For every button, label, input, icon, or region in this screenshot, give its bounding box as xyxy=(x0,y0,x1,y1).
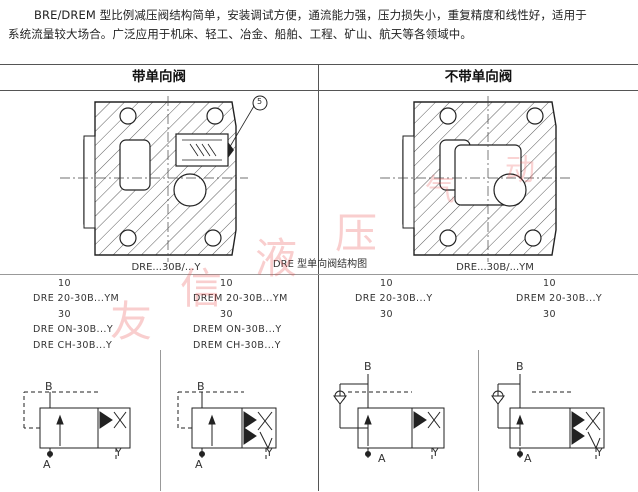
intro-line-1: BRE/DREM 型比例减压阀结构简单，安装调试方便，通流能力强，压力损失小，重… xyxy=(34,8,587,22)
port-y-label: Y xyxy=(432,446,440,459)
model-size-10: 10 xyxy=(543,278,556,289)
port-a-label: A xyxy=(195,458,203,471)
symbol-drem-no-check xyxy=(491,374,605,462)
model-code: DREM 20-30B...YM xyxy=(193,293,288,304)
model-code: DRE ON-30B...Y xyxy=(33,324,114,335)
symbol-drem-with-check xyxy=(177,391,277,462)
model-code: DREM CH-30B...Y xyxy=(193,340,281,351)
watermark-char: 气 xyxy=(425,173,455,208)
port-y-label: Y xyxy=(115,446,123,459)
col-divider-1 xyxy=(160,350,161,491)
right-section-title: 不带单向阀 xyxy=(444,69,513,85)
col-divider-3 xyxy=(478,350,479,491)
header-rule xyxy=(0,90,638,91)
port-b-label: B xyxy=(45,380,53,393)
watermark-char: 信 xyxy=(180,264,223,313)
caption-structure-title: DRE 型单向阀结构图 xyxy=(272,259,368,270)
symbol-dre-no-check xyxy=(333,374,445,462)
valve-body-without-check xyxy=(380,96,570,262)
model-size-10: 10 xyxy=(58,278,71,289)
port-a-label: A xyxy=(43,458,51,471)
port-b-label: B xyxy=(516,360,524,373)
caption-right-model: DRE...30B/...YM xyxy=(456,262,534,273)
valve-body-with-check xyxy=(60,95,268,262)
watermark-char: 压 xyxy=(335,209,378,258)
model-size-30: 30 xyxy=(58,309,71,320)
intro-text: BRE/DREM 型比例减压阀结构简单，安装调试方便，通流能力强，压力损失小，重… xyxy=(8,6,632,44)
model-size-30: 30 xyxy=(543,309,556,320)
model-size-30: 30 xyxy=(380,309,393,320)
caption-left-model: DRE...30B/...Y xyxy=(131,262,201,273)
symbol-dre-with-check xyxy=(23,391,131,462)
center-divider xyxy=(318,64,319,491)
models-rule xyxy=(0,274,638,275)
port-y-label: Y xyxy=(266,446,274,459)
model-code: DREM ON-30B...Y xyxy=(193,324,282,335)
model-size-10: 10 xyxy=(380,278,393,289)
model-size-10: 10 xyxy=(220,278,233,289)
port-b-label: B xyxy=(364,360,372,373)
model-code: DRE 20-30B...YM xyxy=(33,293,120,304)
port-a-label: A xyxy=(524,452,532,465)
watermark-char: 友 xyxy=(110,297,153,346)
callout-number: 5 xyxy=(257,97,263,106)
watermark-char: 动 xyxy=(505,153,535,188)
intro-line-2: 系统流量较大场合。广泛应用于机床、轻工、冶金、船舶、工程、矿山、航天等各领域中。 xyxy=(8,27,472,41)
model-size-30: 30 xyxy=(220,309,233,320)
spec-table xyxy=(0,64,638,492)
model-code: DREM 20-30B...Y xyxy=(516,293,603,304)
left-section-title: 带单向阀 xyxy=(132,69,186,85)
port-b-label: B xyxy=(197,380,205,393)
port-a-label: A xyxy=(378,452,386,465)
model-code: DRE CH-30B...Y xyxy=(33,340,113,351)
model-code: DRE 20-30B...Y xyxy=(355,293,433,304)
watermark-char: 液 xyxy=(255,234,298,283)
port-y-label: Y xyxy=(596,446,604,459)
